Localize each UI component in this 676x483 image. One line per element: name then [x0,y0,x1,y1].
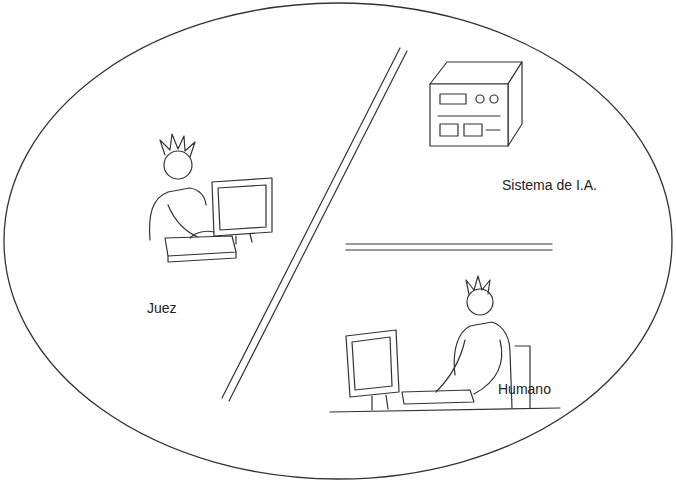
judge-figure [150,134,272,262]
figure-label: Humano [498,381,551,397]
horizontal-divider [346,244,552,250]
boundary-ellipse [4,3,672,479]
figure-label: Juez [147,300,177,316]
figure-label: Sistema de I.A. [502,177,597,193]
computer-figure [430,62,522,146]
human-figure [330,276,560,412]
